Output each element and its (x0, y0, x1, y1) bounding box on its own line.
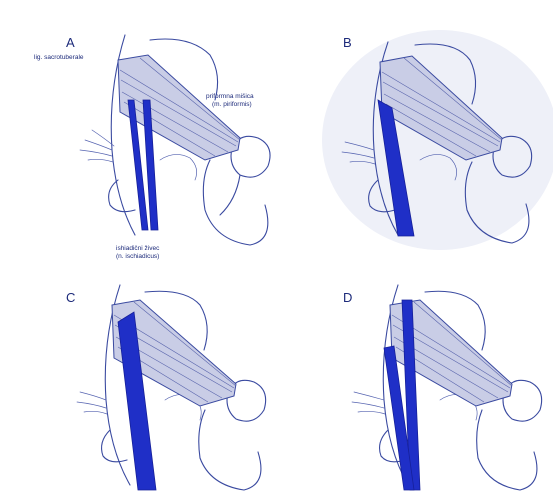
vessel-outline (160, 154, 197, 180)
femur-neck-outline (220, 175, 240, 215)
ischium-outline-c (199, 410, 261, 490)
nerve-label-line1: ishiadični živec (116, 245, 160, 252)
panel-b-letter: B (343, 35, 352, 50)
ischium-outline-d (477, 410, 537, 490)
nerve-label-line2: (n. ischiadicus) (116, 253, 159, 260)
coccyx-outline (109, 180, 135, 212)
panel-b: B (322, 30, 553, 250)
nerve-branches (80, 130, 114, 162)
piriformis-label-line2: (m. piriformis) (212, 101, 252, 108)
piriformis-label-line1: priformna mišica (206, 93, 254, 100)
panel-a: A lig. sacrotuberale priformna mišica (m… (34, 35, 270, 260)
ischium-outline (203, 160, 268, 245)
panel-d-letter: D (343, 290, 352, 305)
panel-c: C (66, 285, 266, 490)
panel-c-letter: C (66, 290, 75, 305)
panel-a-letter: A (66, 35, 75, 50)
nerve-branches-c (77, 392, 107, 414)
panel-d: D (343, 285, 542, 490)
ligament-label: lig. sacrotuberale (34, 54, 84, 61)
nerve-branches-d (352, 392, 385, 414)
